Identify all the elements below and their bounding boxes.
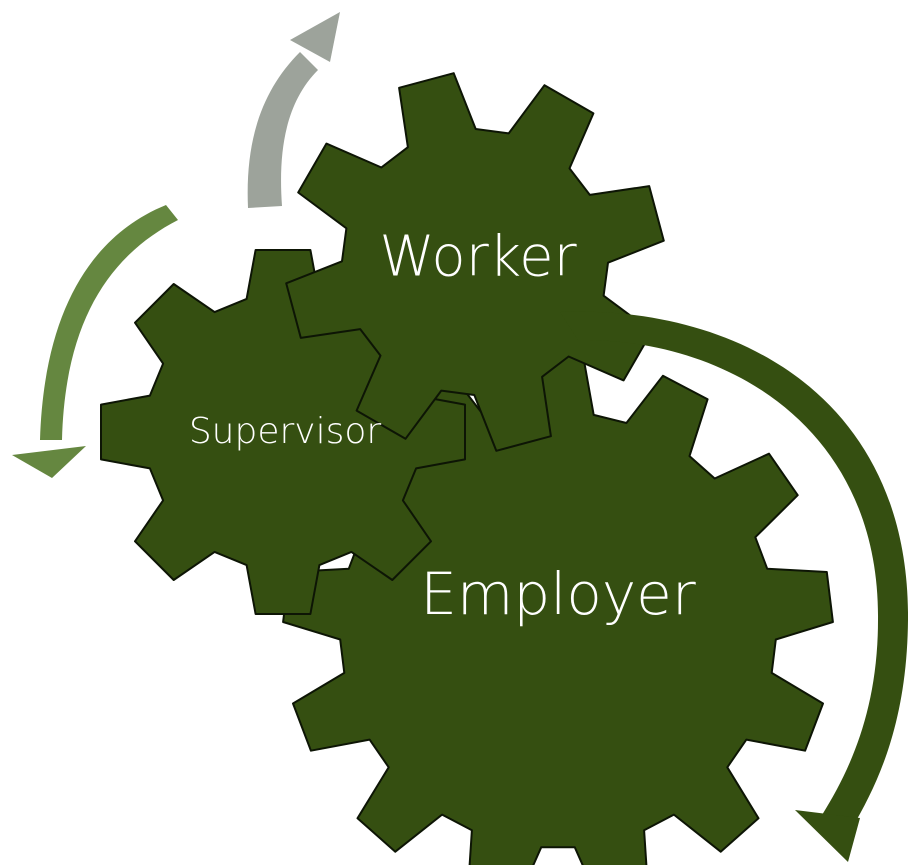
employer-label: Employer	[420, 560, 696, 628]
green-down-left-arrow	[12, 205, 178, 478]
supervisor-label: Supervisor	[189, 411, 382, 452]
worker-gear	[285, 72, 665, 452]
worker-label: Worker	[379, 224, 576, 289]
dark-green-down-right-arrow	[560, 311, 908, 862]
grey-up-arrow	[247, 12, 340, 208]
employer-gear	[282, 355, 834, 865]
